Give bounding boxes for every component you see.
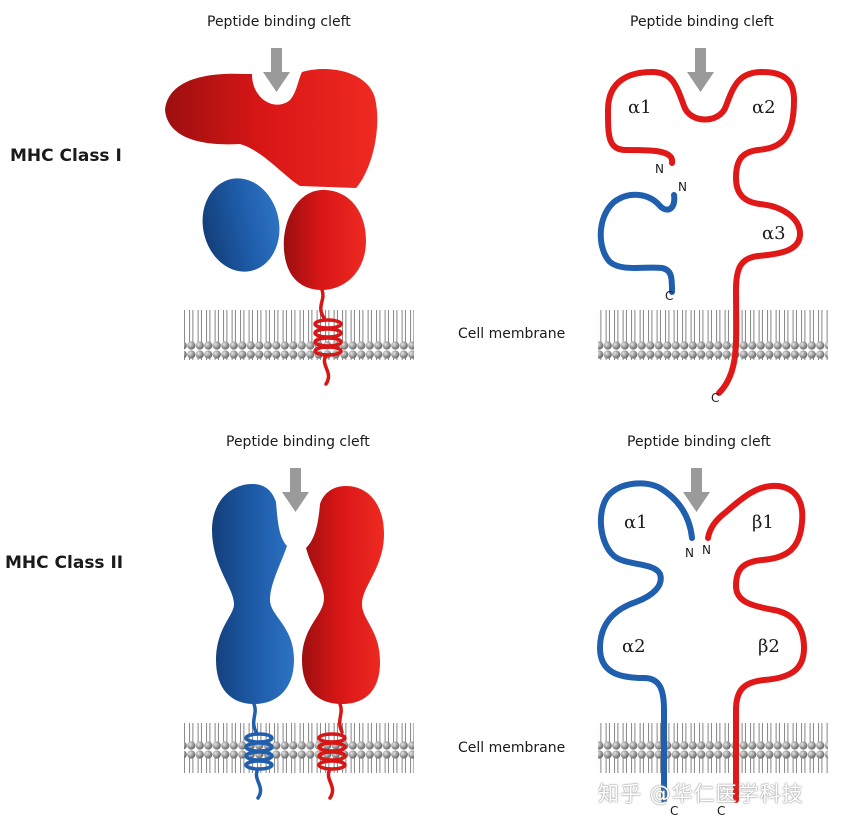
mhc-class-2-label: MHC Class II: [5, 553, 124, 573]
membrane-class1-right: [598, 310, 828, 360]
class2-alpha1-label: α1: [624, 512, 648, 533]
class2-beta2-label: β2: [758, 636, 780, 657]
class1-alpha-n-terminus: N: [655, 162, 664, 176]
class1-beta2m-chain: [597, 191, 678, 295]
class2-alpha-c-terminus: C: [670, 804, 679, 818]
membrane-class2-right: [598, 723, 828, 773]
class1-schematic: [597, 69, 803, 396]
class1-alpha3-domain: [283, 189, 366, 290]
class1-beta2m-n-terminus: N: [678, 180, 687, 194]
class2-cleft-arrow-left: [282, 468, 309, 512]
class1-beta2m-domain: [202, 178, 280, 272]
class2-beta-domains: [302, 486, 384, 704]
class1-alpha1-label: α1: [628, 97, 652, 118]
class1-alpha-chain: [605, 69, 803, 396]
class2-protein-model: [212, 484, 384, 800]
class2-alpha-chain: [597, 480, 695, 803]
peptide-cleft-label-4: Peptide binding cleft: [627, 434, 771, 450]
membrane-class2-left: [184, 723, 414, 773]
class1-alpha-c-terminus: C: [711, 391, 720, 405]
peptide-cleft-label-3: Peptide binding cleft: [226, 434, 370, 450]
class2-beta-chain: [705, 482, 807, 803]
class2-alpha2-label: α2: [622, 636, 646, 657]
peptide-cleft-label-1: Peptide binding cleft: [207, 14, 351, 30]
class1-transmembrane-helix: [313, 318, 343, 357]
watermark-text: 知乎 @华仁医学科技: [598, 782, 804, 806]
class2-alpha-domains: [212, 484, 294, 704]
class2-alpha-n-terminus: N: [685, 546, 694, 560]
class2-beta1-label: β1: [752, 512, 774, 533]
mhc-class-1-label: MHC Class I: [10, 146, 122, 166]
class1-cleft-arrow-right: [687, 48, 714, 92]
class2-beta-n-terminus: N: [702, 543, 711, 557]
peptide-cleft-label-2: Peptide binding cleft: [630, 14, 774, 30]
class1-alpha3-label: α3: [762, 223, 786, 244]
cell-membrane-label-2: Cell membrane: [458, 740, 566, 756]
class1-cleft-arrow-left: [263, 48, 290, 92]
membrane-class1-left: [184, 310, 414, 360]
class1-alpha12-domain: [165, 69, 378, 188]
class1-protein-model: [165, 69, 378, 386]
class2-beta-c-terminus: C: [717, 804, 726, 818]
class2-cleft-arrow-right: [683, 468, 710, 512]
class1-beta2m-c-terminus: C: [665, 289, 674, 303]
class2-schematic: [597, 480, 807, 803]
cell-membrane-label-1: Cell membrane: [458, 326, 566, 342]
class1-alpha2-label: α2: [752, 97, 776, 118]
class2-beta-helix: [317, 732, 347, 771]
